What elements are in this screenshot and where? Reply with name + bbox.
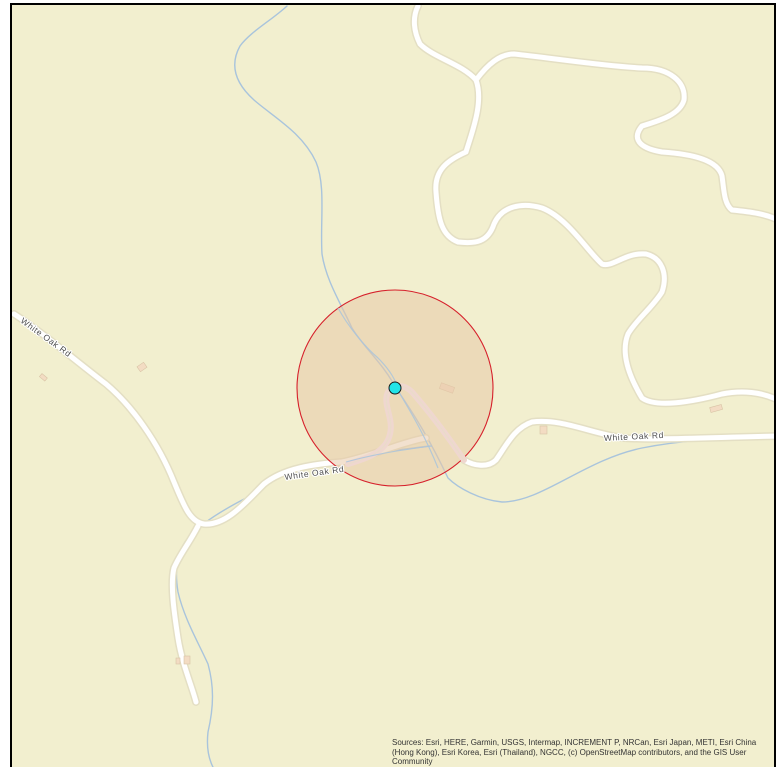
stream-overlay [337,307,439,469]
building [175,657,181,665]
attribution-text: Sources: Esri, HERE, Garmin, USGS, Inter… [392,738,757,766]
building [709,404,723,413]
building [539,425,548,435]
road-winding-east [433,77,774,406]
map-frame[interactable]: White Oak Rd White Oak Rd White Oak Rd [10,3,776,767]
road-label-east: White Oak Rd [604,430,665,443]
building [136,361,148,373]
road-white-oak-east [461,418,774,468]
road-south-spur [169,523,201,705]
stream-overlay-tributary [345,445,433,463]
building [38,373,48,382]
building [183,655,191,665]
road-north-loop [411,5,774,221]
basemap[interactable]: White Oak Rd White Oak Rd White Oak Rd [10,3,776,767]
site-point[interactable] [388,381,402,395]
private-drive [345,383,467,467]
